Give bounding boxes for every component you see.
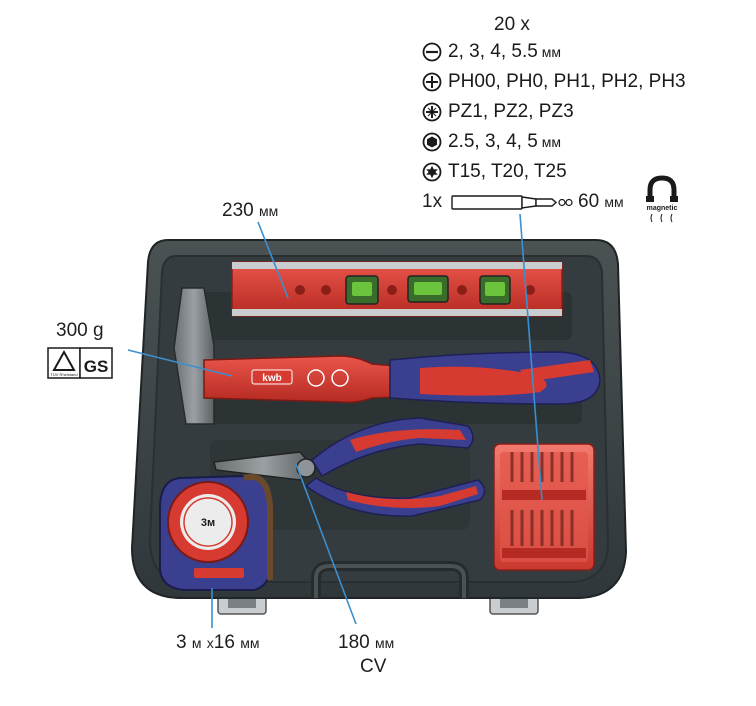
tape-blade-mark: 3м	[201, 517, 215, 529]
bit-row-torx: T15, T20, T25	[422, 160, 571, 184]
pliers-size-unit: мм	[374, 635, 395, 651]
phillips-icon	[422, 72, 442, 92]
hex-icon	[422, 132, 442, 152]
pliers-size-label: 180 мм	[338, 632, 394, 654]
bit-holder-length-unit: мм	[604, 194, 624, 210]
bit-row-slotted: 2, 3, 4, 5.5 мм	[422, 40, 561, 64]
magnetic-icon: magnetic	[646, 175, 678, 223]
bit-row-values: PH00, PH0, PH1, PH2, PH3	[448, 71, 686, 92]
tuv-triangle-icon	[52, 349, 76, 371]
gs-mark: GS	[84, 357, 109, 376]
tape-times: x	[206, 635, 214, 651]
tuv-label: TÜV Rheinland	[50, 372, 77, 377]
tape-width-value: 16	[213, 632, 235, 653]
pozidriv-icon	[422, 102, 442, 122]
spirit-level	[231, 261, 563, 317]
bit-row-phillips: PH00, PH0, PH1, PH2, PH3	[422, 70, 690, 94]
bit-row-unit: мм	[541, 134, 562, 150]
bit-row-pozidriv: PZ1, PZ2, PZ3	[422, 100, 578, 124]
tape-width-unit: мм	[240, 635, 260, 651]
callout-leaders	[127, 213, 543, 628]
bit-holder-length-value: 60	[578, 191, 600, 212]
pliers-size-value: 180	[338, 632, 370, 653]
slotted-icon	[422, 42, 442, 62]
certification-marks: TÜV Rheinland GS	[47, 347, 113, 379]
level-length-label: 230 мм	[222, 200, 278, 222]
magnetic-label: magnetic	[647, 205, 678, 212]
bit-row-unit: мм	[541, 44, 562, 60]
bit-row-values: 2.5, 3, 4, 5	[448, 131, 538, 152]
level-length-unit: мм	[258, 203, 279, 219]
bit-row-values: T15, T20, T25	[448, 161, 567, 182]
hammer-weight-label: 300 g	[56, 320, 104, 341]
bit-holder-length: 60 мм	[578, 191, 624, 213]
tape-length-unit: м	[191, 635, 202, 651]
bit-count: 20 x	[494, 14, 530, 35]
torx-icon	[422, 162, 442, 182]
pliers-material-label: CV	[360, 656, 387, 677]
combination-pliers	[213, 417, 486, 517]
hammer: kwb	[173, 287, 601, 425]
tape-size-label: 3 м x16 мм	[176, 632, 259, 654]
tape-measure: 3м	[159, 473, 274, 591]
tape-length-value: 3	[176, 632, 187, 653]
bit-row-values: 2, 3, 4, 5.5	[448, 41, 538, 62]
bit-row-hex: 2.5, 3, 4, 5 мм	[422, 130, 561, 154]
bit-holder-icon	[451, 195, 573, 210]
bit-box	[493, 443, 595, 571]
bit-holder-qty: 1x	[422, 191, 443, 212]
bit-row-values: PZ1, PZ2, PZ3	[448, 101, 574, 122]
level-length-value: 230	[222, 200, 254, 221]
hammer-brand-logo: kwb	[262, 373, 281, 384]
